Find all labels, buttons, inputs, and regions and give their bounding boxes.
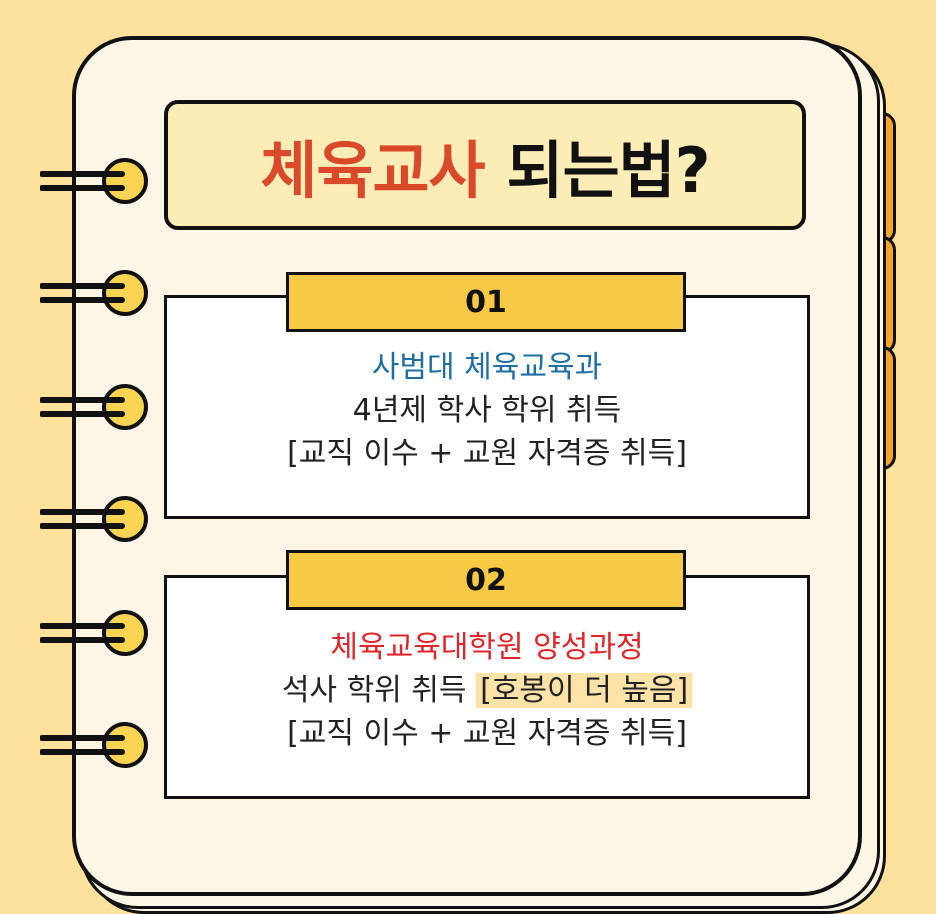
step-line-text: 석사 학위 취득 xyxy=(281,673,467,708)
step-heading: 사범대 체육교육과 xyxy=(371,350,603,385)
spiral-ring-icon xyxy=(40,610,148,656)
step-number-tab: 02 xyxy=(286,550,686,610)
spiral-ring-icon xyxy=(40,722,148,768)
spiral-ring-icon xyxy=(40,384,148,430)
spiral-ring-icon xyxy=(40,270,148,316)
step-number-tab: 01 xyxy=(286,272,686,332)
step-line: [교직 이수 + 교원 자격증 취득] xyxy=(287,716,687,751)
step-card-01: 사범대 체육교육과 4년제 학사 학위 취득 [교직 이수 + 교원 자격증 취… xyxy=(164,295,810,519)
title-banner: 체육교사 되는법? xyxy=(164,100,806,230)
step-line-highlight: [호봉이 더 높음] xyxy=(476,673,693,708)
title-accent: 체육교사 xyxy=(260,134,485,207)
step-card-02: 체육교육대학원 양성과정 석사 학위 취득 [호봉이 더 높음] [교직 이수 … xyxy=(164,575,810,799)
step-heading: 체육교육대학원 양성과정 xyxy=(330,630,644,665)
spiral-ring-icon xyxy=(40,158,148,204)
step-line: 석사 학위 취득 [호봉이 더 높음] xyxy=(281,669,693,712)
step-line: 4년제 학사 학위 취득 xyxy=(352,393,622,428)
title-rest: 되는법? xyxy=(506,134,711,207)
step-line: [교직 이수 + 교원 자격증 취득] xyxy=(287,436,687,471)
spiral-ring-icon xyxy=(40,496,148,542)
